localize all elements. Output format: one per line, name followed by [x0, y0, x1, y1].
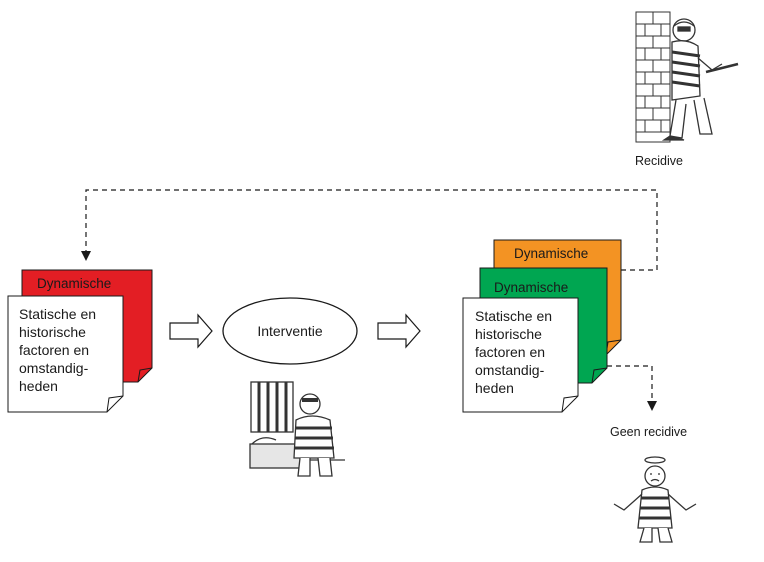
left-card-stack: Dynamische Statische en historische fact…	[7, 269, 153, 413]
left-static-card	[7, 295, 124, 413]
right-static-text: Statische en historische factoren en oms…	[475, 308, 556, 396]
intervention-node	[222, 297, 358, 365]
left-dynamic-label: Dynamische	[37, 276, 111, 291]
flow-arrow-to-outcome	[377, 313, 421, 349]
right-card-stack: Dynamische Dynamische Statische en histo…	[462, 239, 622, 413]
flow-arrow-to-intervention	[169, 313, 213, 349]
burglar-breaking-in-icon	[632, 8, 739, 146]
left-static-text: Statische en historische factoren en oms…	[19, 306, 100, 394]
reformed-prisoner-halo-icon	[598, 446, 697, 546]
geen-recidive-label: Geen recidive	[610, 425, 687, 439]
right-static-card	[462, 297, 579, 413]
intervention-label: Interventie	[257, 323, 323, 339]
recidive-label: Recidive	[635, 154, 683, 168]
right-dynamic-label-middle: Dynamische	[494, 280, 568, 295]
prisoner-in-cell-icon	[248, 378, 352, 478]
right-dynamic-label-back: Dynamische	[514, 246, 588, 261]
geen-recidive-arrow	[607, 365, 657, 411]
